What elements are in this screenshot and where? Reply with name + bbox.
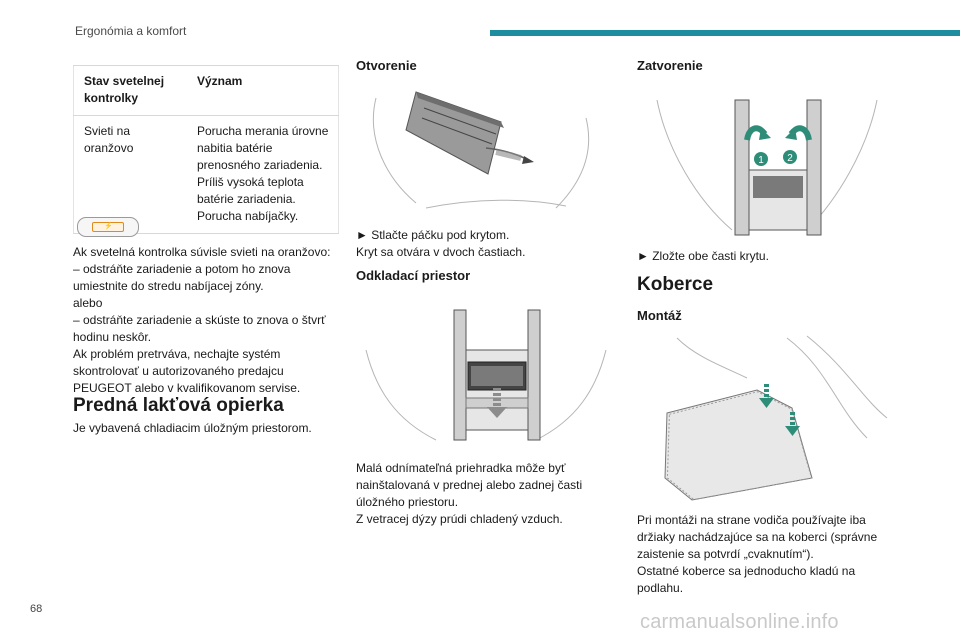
table-header-status: Stav svetelnej kontrolky <box>73 65 187 116</box>
storage-line: Z vetracej dýzy prúdi chladený vzduch. <box>356 512 563 526</box>
opening-heading: Otvorenie <box>356 58 417 73</box>
mounting-heading: Montáž <box>637 308 682 323</box>
warning-line: PEUGEOT alebo v kvalifikovanom servise. <box>73 381 301 395</box>
mounting-line: Ostatné koberce sa jednoducho kladú na <box>637 564 856 578</box>
table-row: Svieti na oranžovo Porucha merania úrovn… <box>73 115 339 234</box>
warning-line: hodinu neskôr. <box>73 330 152 344</box>
mats-heading: Koberce <box>637 274 714 295</box>
storage-line: úložného priestoru. <box>356 495 459 509</box>
closing-heading: Zatvorenie <box>637 58 703 73</box>
armrest-text: Je vybavená chladiacim úložným priestoro… <box>73 421 312 435</box>
warning-line: Ak svetelná kontrolka súvisle svieti na … <box>73 245 331 259</box>
closing-step-badge-2: 2 <box>787 153 793 164</box>
mounting-illustration <box>664 335 888 501</box>
warning-line: – odstráňte zariadenie a potom ho znova <box>73 262 291 276</box>
opening-text: ► Stlačte páčku pod krytom. Kryt sa otvá… <box>356 227 525 261</box>
warning-line: Ak problém pretrváva, nechajte systém <box>73 347 281 361</box>
page-number: 68 <box>30 603 43 615</box>
warning-text: Ak svetelná kontrolka súvisle svieti na … <box>73 244 343 397</box>
armrest-heading: Predná lakťová opierka <box>73 395 284 416</box>
mounting-line: zaistenie sa potvrdí „cvaknutím“). <box>637 547 814 561</box>
storage-line: nainštalovaná v prednej alebo zadnej čas… <box>356 478 583 492</box>
mounting-line: podlahu. <box>637 581 684 595</box>
section-title: Ergonómia a komfort <box>75 24 187 38</box>
charging-indicator-icon: ⚡ <box>77 217 139 237</box>
opening-line: ► Stlačte páčku pod krytom. <box>356 228 510 242</box>
opening-line: Kryt sa otvára v dvoch častiach. <box>356 245 526 259</box>
mounting-line: Pri montáži na strane vodiča používajte … <box>637 513 866 527</box>
table-header-meaning: Význam <box>187 65 339 116</box>
watermark: carmanualsonline.info <box>640 611 839 633</box>
storage-line: Malá odnímateľná priehradka môže byť <box>356 461 566 475</box>
storage-illustration <box>365 309 607 441</box>
mounting-line: držiaky nachádzajúce sa na koberci (sprá… <box>637 530 878 544</box>
warning-line: skontrolovať u autorizovaného predajcu <box>73 364 284 378</box>
storage-text: Malá odnímateľná priehradka môže byť nai… <box>356 460 618 528</box>
closing-illustration: 1 2 <box>656 99 878 236</box>
opening-illustration <box>372 91 590 209</box>
table-header-row: Stav svetelnej kontrolky Význam <box>73 65 339 116</box>
header-accent-bar <box>490 30 960 36</box>
warning-line: alebo <box>73 296 103 310</box>
table-cell-meaning: Porucha merania úrovne nabitia batérie p… <box>187 115 339 234</box>
storage-heading: Odkladací priestor <box>356 268 471 283</box>
mounting-text: Pri montáži na strane vodiča používajte … <box>637 512 899 597</box>
indicator-status-table: Stav svetelnej kontrolky Význam Svieti n… <box>73 65 339 234</box>
warning-line: – odstráňte zariadenie a skúste to znova… <box>73 313 326 327</box>
closing-step-badge-1: 1 <box>758 155 764 166</box>
warning-line: umiestnite do stredu nabíjacej zóny. <box>73 279 264 293</box>
table-cell-status: Svieti na oranžovo <box>73 115 187 234</box>
closing-text: ► Zložte obe časti krytu. <box>637 249 769 263</box>
